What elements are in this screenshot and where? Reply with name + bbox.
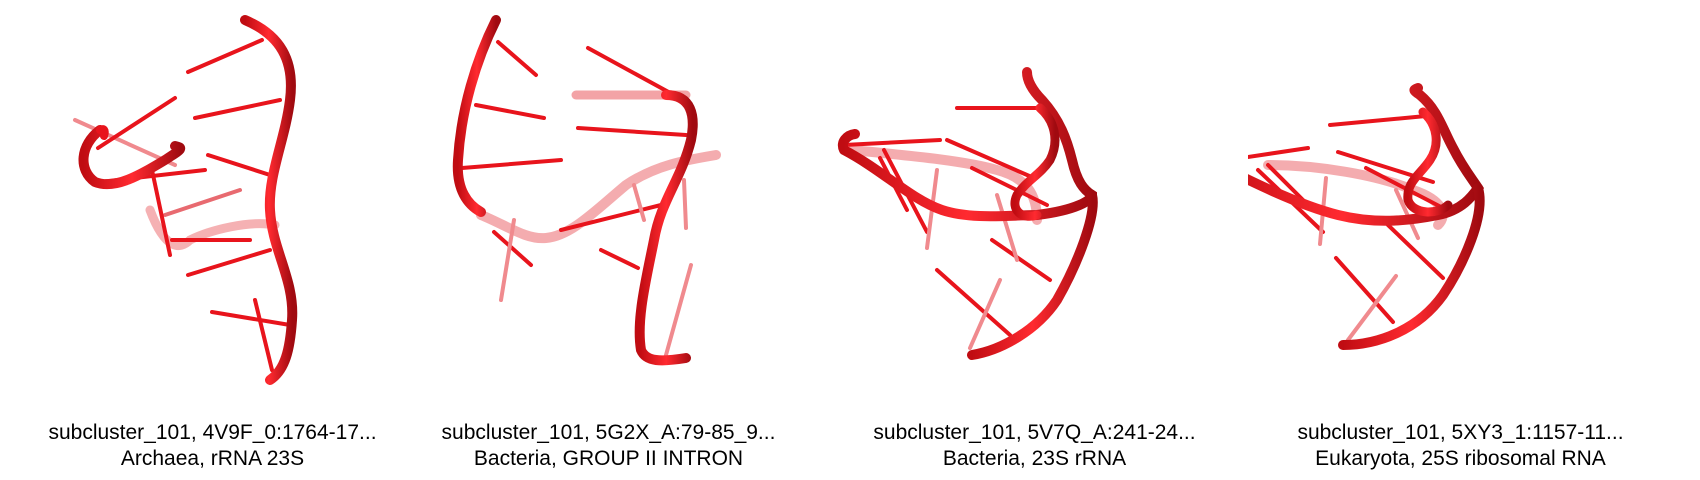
rna-structure-render-3 xyxy=(837,67,1098,360)
structure-taxonomy-label: Bacteria, 23S rRNA xyxy=(942,447,1127,470)
structure-panel-2: subcluster_101, 5G2X_A:79-85_9... Bacter… xyxy=(396,0,821,480)
structure-taxonomy-label: Bacteria, GROUP II INTRON xyxy=(473,447,744,470)
rna-structure-render-2 xyxy=(452,15,721,366)
structure-caption-1: subcluster_101, 4V9F_0:1764-17... Archae… xyxy=(0,420,425,472)
rna-structure-render-4 xyxy=(1248,83,1485,350)
structure-panel-1: subcluster_101, 4V9F_0:1764-17... Archae… xyxy=(0,0,425,480)
structure-taxonomy-label: Archaea, rRNA 23S xyxy=(120,447,305,470)
rna-structure-render-1 xyxy=(73,15,298,385)
structure-id-label: subcluster_101, 5V7Q_A:241-24... xyxy=(873,421,1196,444)
structure-id-label: subcluster_101, 5XY3_1:1157-11... xyxy=(1297,421,1624,444)
structure-caption-2: subcluster_101, 5G2X_A:79-85_9... Bacter… xyxy=(396,420,821,472)
structure-panel-3: subcluster_101, 5V7Q_A:241-24... Bacteri… xyxy=(822,0,1247,480)
structure-caption-3: subcluster_101, 5V7Q_A:241-24... Bacteri… xyxy=(822,420,1247,472)
structure-id-label: subcluster_101, 5G2X_A:79-85_9... xyxy=(441,421,776,444)
structure-caption-4: subcluster_101, 5XY3_1:1157-11... Eukary… xyxy=(1248,420,1673,472)
structure-id-label: subcluster_101, 4V9F_0:1764-17... xyxy=(48,421,377,444)
structure-panel-4: subcluster_101, 5XY3_1:1157-11... Eukary… xyxy=(1248,0,1673,480)
structure-taxonomy-label: Eukaryota, 25S ribosomal RNA xyxy=(1315,447,1606,470)
